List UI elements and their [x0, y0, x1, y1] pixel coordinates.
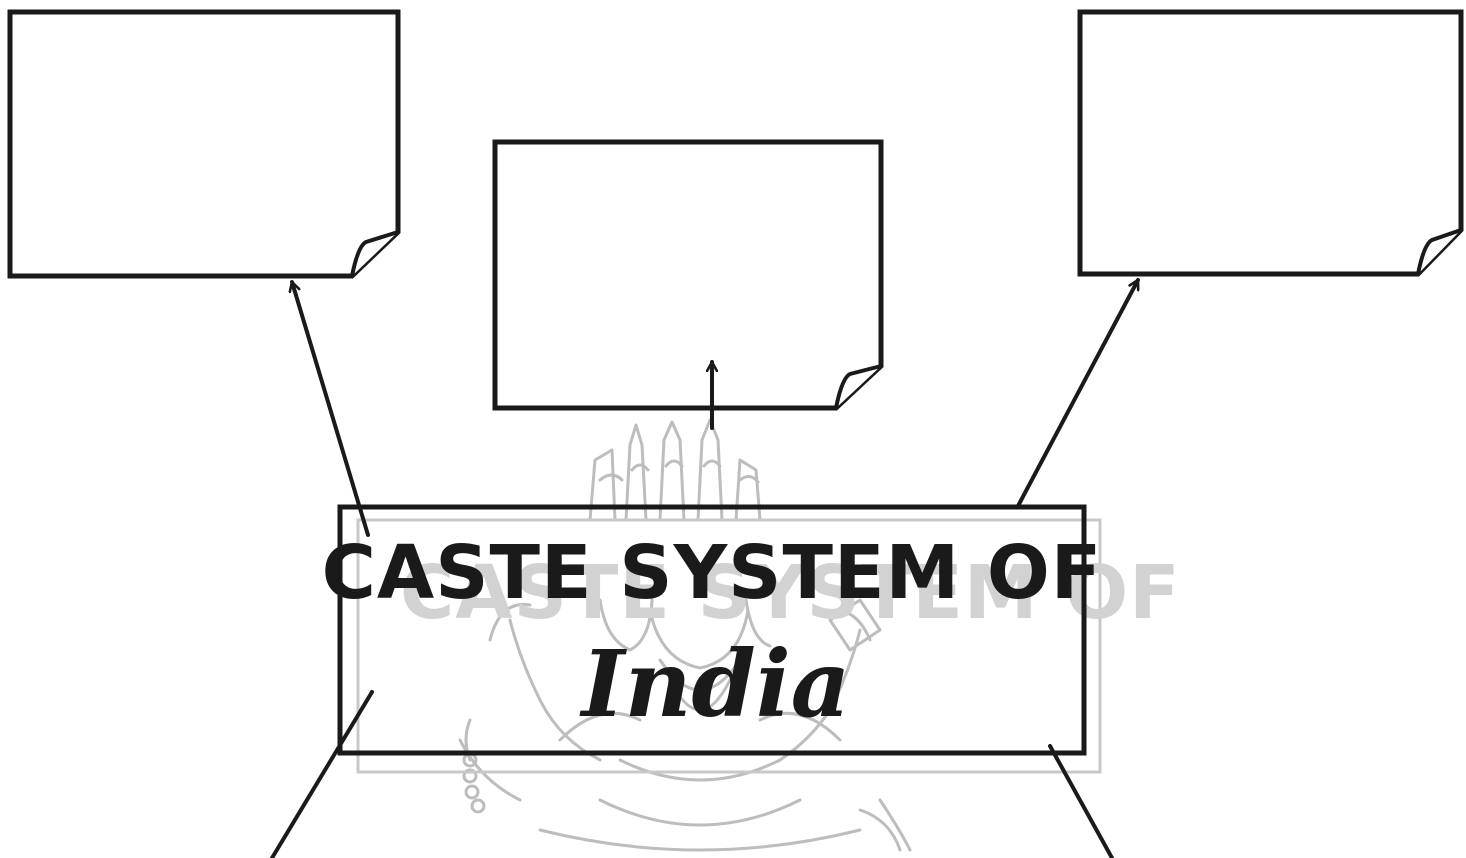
title-shadow: CASTE SYSTEM OF: [356, 518, 1181, 774]
top-right-note-box: [1077, 9, 1464, 277]
top-center-note-box: [492, 139, 884, 411]
top-left-note-box: [7, 9, 401, 279]
line-to-bottom-right: [1048, 744, 1114, 858]
line-to-bottom-left: [270, 690, 374, 858]
title-shadow-line1: CASTE SYSTEM OF: [400, 550, 1181, 636]
arrow-to-top-left: [292, 280, 370, 537]
title-box: CASTE SYSTEM OF India: [322, 504, 1103, 756]
arrow-to-top-right: [1016, 278, 1140, 508]
deity-illustration: [458, 418, 912, 852]
title-line1: CASTE SYSTEM OF: [322, 530, 1103, 616]
title-line2: India: [579, 630, 851, 738]
connector-arrows: [270, 278, 1140, 858]
